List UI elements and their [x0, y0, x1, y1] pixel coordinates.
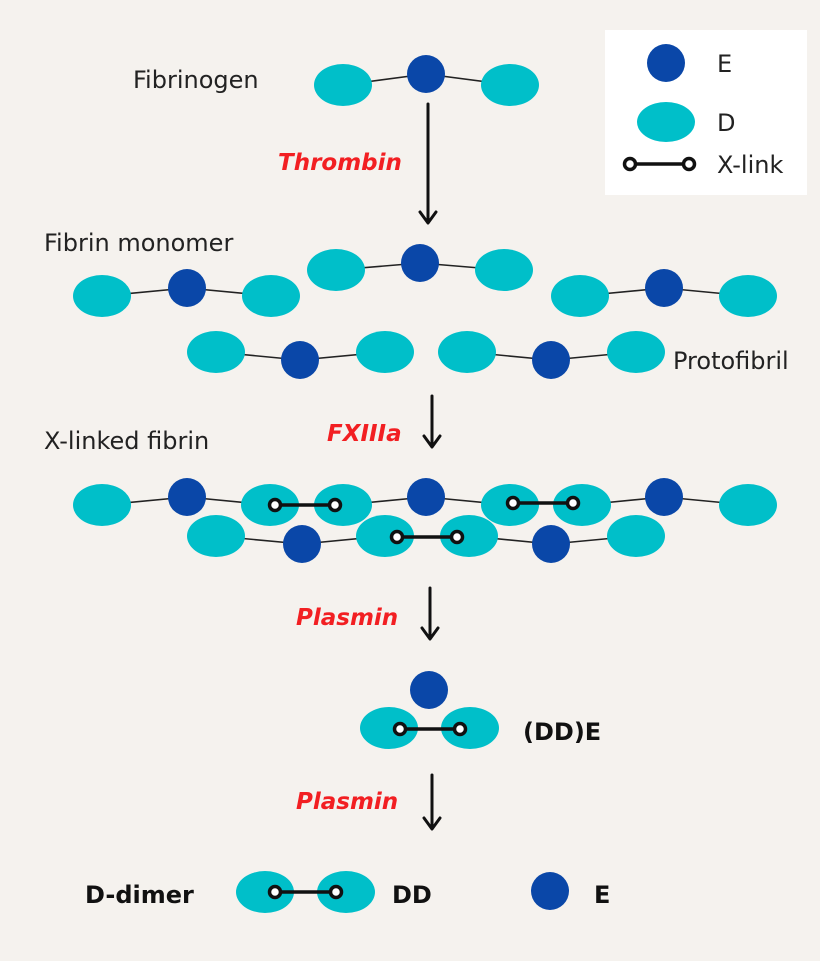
d-dimer-fragment [236, 871, 375, 913]
x-linked-fibrin-label: X-linked fibrin [44, 427, 209, 455]
d-domain [607, 331, 665, 373]
legend-d-symbol [637, 102, 695, 142]
arrow-plasmin-2 [422, 773, 442, 831]
x-linked-fibrin-network [73, 478, 777, 563]
fibrin-monomer-label: Fibrin monomer [44, 229, 233, 257]
e-fragment [531, 872, 569, 910]
d-domain [314, 64, 372, 106]
d-domain [441, 707, 499, 749]
e-domain [410, 671, 448, 709]
crosslink [392, 721, 468, 737]
e-domain [532, 341, 570, 379]
crosslink [389, 529, 465, 545]
legend-xlink-symbol [622, 156, 697, 172]
d-domain [187, 331, 245, 373]
protofibril-monomer-left [187, 331, 414, 379]
d-domain [242, 275, 300, 317]
legend-xlink-label: X-link [717, 151, 783, 179]
legend-e-symbol [647, 44, 685, 82]
legend-e-label: E [717, 50, 732, 78]
legend: E D X-link [605, 30, 807, 195]
e-domain [645, 478, 683, 516]
d-domain [356, 515, 414, 557]
d-domain [551, 275, 609, 317]
e-domain [532, 525, 570, 563]
arrow-thrombin [418, 102, 438, 225]
d-domain [73, 275, 131, 317]
e-domain [168, 269, 206, 307]
crosslink [505, 495, 581, 511]
d-domain [360, 707, 418, 749]
e-domain [407, 478, 445, 516]
d-domain [236, 871, 294, 913]
e-domain [407, 55, 445, 93]
d-dimer-label: D-dimer [85, 881, 194, 909]
d-domain [438, 331, 496, 373]
d-domain [719, 484, 777, 526]
dd-label: DD [392, 881, 432, 909]
fibrin-monomer-right [551, 269, 777, 317]
protofibril-label: Protofibril [673, 347, 789, 375]
d-domain [187, 515, 245, 557]
dde-label: (DD)E [523, 718, 601, 746]
d-domain [356, 331, 414, 373]
d-domain [481, 64, 539, 106]
e-domain [283, 525, 321, 563]
d-domain [475, 249, 533, 291]
d-domain [73, 484, 131, 526]
legend-box [605, 30, 807, 195]
e-domain [401, 244, 439, 282]
d-domain [317, 871, 375, 913]
protofibril-monomer-right [438, 331, 665, 379]
fxiiia-label: FXIIIa [327, 421, 402, 447]
dde-fragment [360, 671, 499, 749]
d-domain [719, 275, 777, 317]
plasmin-label-2: Plasmin [296, 789, 398, 815]
fibrin-monomer-left [73, 269, 300, 317]
fibrinogen-label: Fibrinogen [133, 66, 259, 94]
fibrinogen-molecule [314, 55, 539, 106]
plasmin-label-1: Plasmin [296, 605, 398, 631]
d-domain [440, 515, 498, 557]
d-domain [553, 484, 611, 526]
d-domain [607, 515, 665, 557]
e-fragment-label: E [594, 881, 610, 909]
crosslink [267, 884, 344, 900]
d-domain [307, 249, 365, 291]
e-domain [645, 269, 683, 307]
e-domain [281, 341, 319, 379]
crosslink [267, 497, 343, 513]
legend-d-label: D [717, 109, 735, 137]
arrow-fxiiia [422, 394, 442, 449]
d-domain [314, 484, 372, 526]
arrow-plasmin-1 [420, 586, 440, 641]
e-domain [168, 478, 206, 516]
thrombin-label: Thrombin [278, 150, 402, 176]
fibrin-monomer-center [307, 244, 533, 291]
